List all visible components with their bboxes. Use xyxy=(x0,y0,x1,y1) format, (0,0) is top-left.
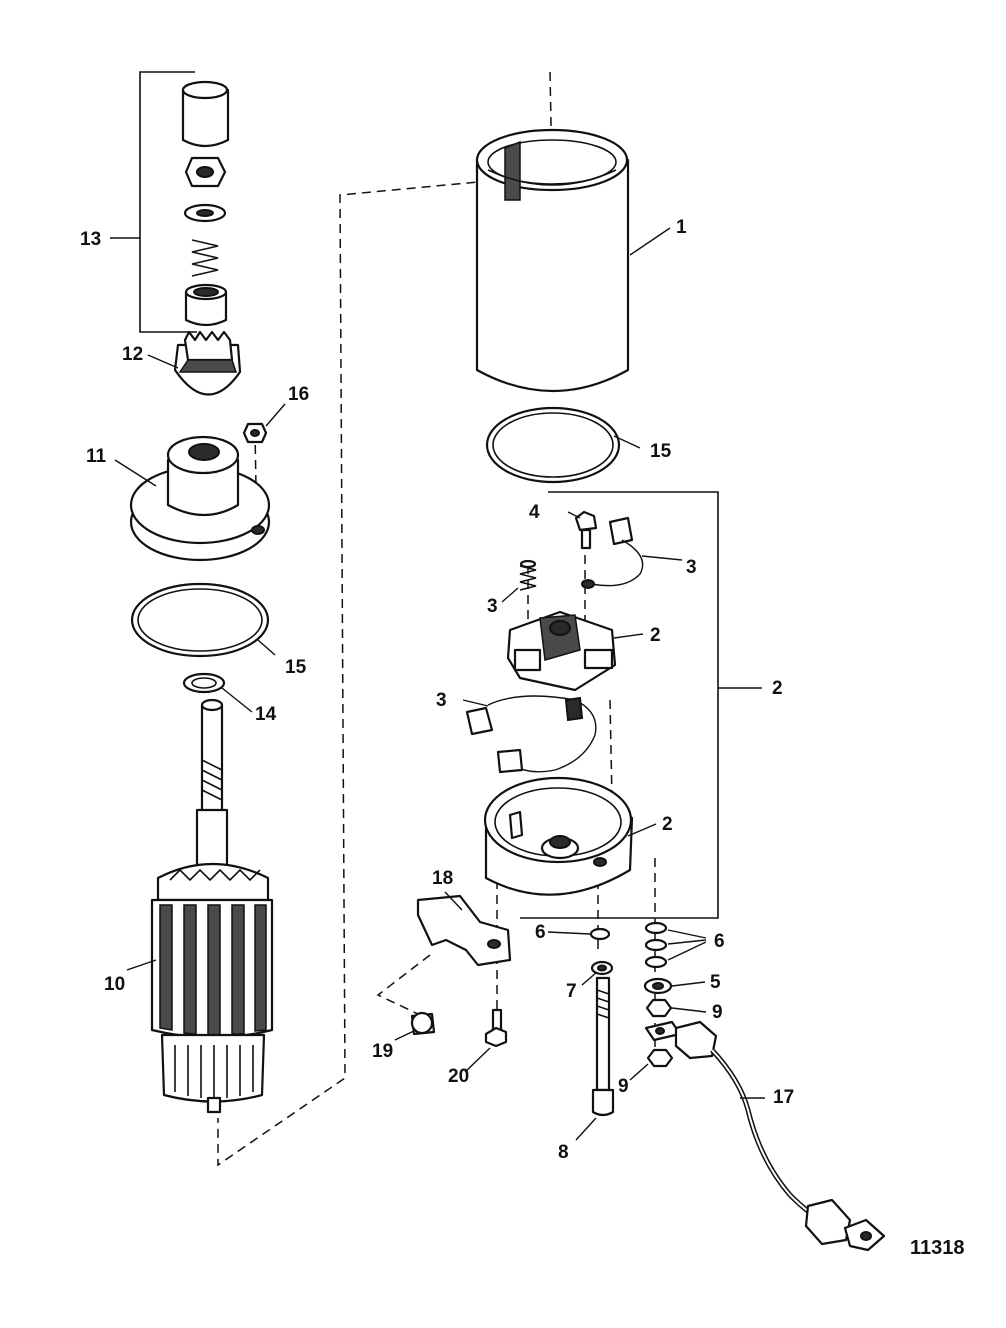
drive-end-cap xyxy=(129,435,271,562)
callout-6-right: 6 xyxy=(714,931,725,952)
bracket-screw xyxy=(410,1011,436,1036)
figure-number: 11318 xyxy=(910,1237,965,1259)
end-cap-screw xyxy=(484,1008,508,1048)
armature xyxy=(150,698,274,1114)
callout-4: 4 xyxy=(529,502,540,523)
bracket-lines xyxy=(139,71,719,919)
callout-2-endcap: 2 xyxy=(662,814,673,835)
terminal-hardware xyxy=(643,921,674,1068)
o-rings xyxy=(130,406,621,658)
callout-2-holder: 2 xyxy=(650,625,661,646)
callout-11: 11 xyxy=(86,446,107,467)
small-nut xyxy=(242,422,268,444)
brush-harness xyxy=(465,695,597,774)
thrust-washer xyxy=(182,672,226,694)
callout-3-lead: 3 xyxy=(686,557,697,578)
callout-16: 16 xyxy=(288,384,309,405)
brush-spring xyxy=(519,559,537,591)
mounting-bracket xyxy=(416,894,512,967)
brush-holder xyxy=(506,610,617,692)
callout-9-lower: 9 xyxy=(618,1076,629,1097)
callout-15-upper: 15 xyxy=(650,441,672,462)
callout-13: 13 xyxy=(80,229,101,250)
pinion-gear xyxy=(173,330,242,396)
callout-14: 14 xyxy=(255,704,277,725)
leader-lines xyxy=(110,227,765,1141)
callout-2-kit: 2 xyxy=(772,678,783,699)
callout-6-left: 6 xyxy=(535,922,546,943)
drive-kit xyxy=(181,80,230,327)
callout-1: 1 xyxy=(676,217,687,238)
callout-8: 8 xyxy=(558,1142,569,1163)
callout-19: 19 xyxy=(372,1041,393,1062)
callout-20: 20 xyxy=(448,1066,469,1087)
callout-5: 5 xyxy=(710,972,721,993)
callout-17: 17 xyxy=(773,1087,794,1108)
callout-9-upper: 9 xyxy=(712,1002,723,1023)
through-bolt-set xyxy=(589,927,615,1117)
callout-10: 10 xyxy=(104,974,125,995)
callout-labels: 1 15 4 3 3 2 3 2 2 18 6 6 5 7 9 19 20 9 … xyxy=(80,217,794,1163)
brush-lead-upper xyxy=(581,516,644,589)
motor-frame xyxy=(475,128,630,392)
callout-3-spring: 3 xyxy=(487,596,498,617)
callout-15-lower: 15 xyxy=(285,657,307,678)
callout-7: 7 xyxy=(566,981,577,1002)
commutator-end-cap xyxy=(483,776,634,896)
battery-cable xyxy=(644,1020,886,1252)
callout-18: 18 xyxy=(432,868,453,889)
callout-12: 12 xyxy=(122,344,143,365)
callout-3-harness: 3 xyxy=(436,690,447,711)
brush-screw xyxy=(574,510,598,550)
